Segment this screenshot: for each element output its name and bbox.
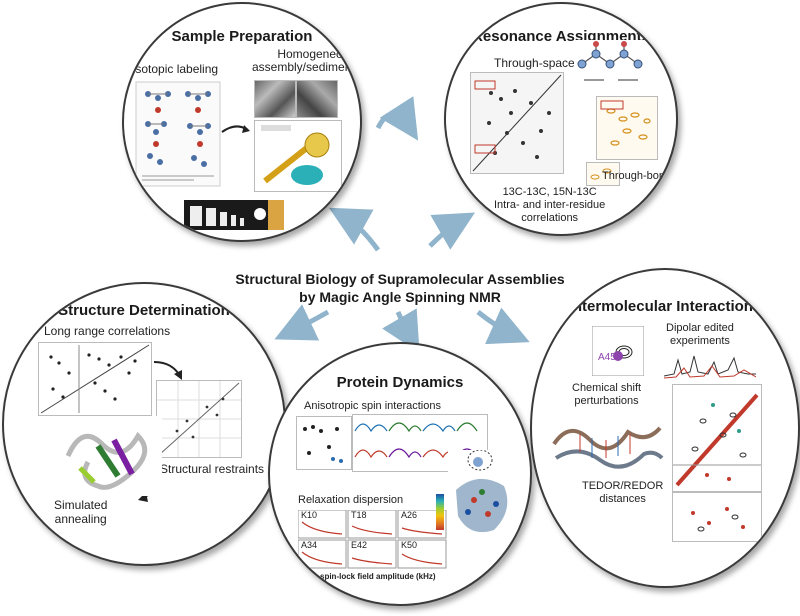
simulated-line1: Simulated bbox=[54, 498, 108, 512]
chemical-shift-line2: perturbations bbox=[574, 395, 639, 407]
tedor-line1: TEDOR/REDOR bbox=[582, 480, 664, 492]
long-range-spectrum bbox=[38, 342, 152, 416]
isotopic-labeling-label: Isotopic labeling bbox=[132, 62, 219, 76]
homogeneous-line1: Homogeneous bbox=[277, 47, 356, 61]
protein-surface-model bbox=[448, 450, 518, 540]
residue-e42: E42 bbox=[351, 540, 368, 550]
through-bond-spectrum bbox=[596, 96, 658, 160]
panel-title: Intermolecular Interactions bbox=[568, 298, 762, 315]
homogeneous-label: Homogeneous assembly/sedimentation bbox=[252, 47, 362, 74]
restraints-matrix bbox=[156, 380, 242, 458]
correlations-line3: correlations bbox=[521, 212, 579, 224]
structural-restraints-label: Structural restraints bbox=[160, 462, 265, 476]
homogeneous-line2: assembly/sedimentation bbox=[252, 60, 362, 74]
center-title-line2: by Magic Angle Spinning NMR bbox=[299, 289, 501, 305]
complex-structure bbox=[550, 414, 666, 472]
through-bond-label: Through-bond bbox=[602, 170, 672, 182]
residue-a34: A34 bbox=[301, 540, 318, 550]
structure-model bbox=[58, 416, 162, 496]
dipolar-1d-spectrum bbox=[664, 352, 756, 380]
residue-t18: T18 bbox=[351, 510, 367, 520]
dipolar-label: Dipolar edited experiments bbox=[666, 322, 734, 348]
structure-inner-arrows bbox=[138, 361, 182, 502]
rotor-photo bbox=[184, 200, 284, 230]
redor-spectrum bbox=[672, 492, 762, 542]
panel-title: Protein Dynamics bbox=[336, 374, 464, 391]
anisotropic-plot bbox=[296, 416, 352, 470]
chemical-shift-line1: Chemical shift bbox=[572, 382, 642, 394]
relaxation-label: Relaxation dispersion bbox=[298, 494, 404, 506]
arrow-center-to-assign bbox=[428, 212, 476, 250]
em-image-1 bbox=[254, 80, 296, 118]
arrow-prep-to-assign bbox=[375, 96, 419, 141]
through-bond-inset bbox=[586, 162, 620, 186]
dipolar-line1: Dipolar edited bbox=[666, 322, 734, 334]
relaxation-grid bbox=[298, 510, 450, 570]
labeling-scheme-figure bbox=[134, 80, 222, 188]
arrow-center-to-prep bbox=[328, 207, 381, 252]
residue-a26: A26 bbox=[401, 510, 418, 520]
through-space-label: Through-space bbox=[494, 56, 575, 70]
center-title: Structural Biology of Supramolecular Ass… bbox=[200, 270, 600, 306]
arrow-center-to-intermolecular bbox=[476, 307, 530, 345]
arrow-center-to-dynamics bbox=[382, 308, 420, 353]
spinlock-axis-label: spin-lock field amplitude (kHz) bbox=[320, 572, 436, 581]
through-space-spectrum bbox=[470, 72, 564, 174]
tedor-label: TEDOR/REDOR distances bbox=[582, 480, 663, 506]
correlations-line2: Intra- and inter-residue bbox=[494, 199, 606, 211]
correlations-label: 13C-13C, 15N-13C Intra- and inter-residu… bbox=[494, 186, 605, 225]
dipolar-2d-spectrum bbox=[672, 384, 762, 492]
simulated-annealing-label: Simulated annealing bbox=[54, 498, 107, 526]
dipolar-line2: experiments bbox=[669, 335, 730, 347]
correlations-line1: 13C-13C, 15N-13C bbox=[502, 186, 597, 198]
arrow-center-to-structure bbox=[274, 304, 330, 341]
panel-title: Structure Determination bbox=[58, 302, 230, 319]
center-title-line1: Structural Biology of Supramolecular Ass… bbox=[235, 271, 565, 287]
a45-label: A45 bbox=[598, 352, 616, 363]
residue-k10: K10 bbox=[301, 510, 318, 520]
em-image-2 bbox=[296, 80, 338, 118]
panel-protein-dynamics: Protein Dynamics Anisotropic spin intera… bbox=[268, 342, 532, 606]
simulated-line2: annealing bbox=[54, 512, 107, 526]
panel-title: Sample Preparation bbox=[171, 28, 313, 45]
chemical-shift-label: Chemical shift perturbations bbox=[572, 382, 641, 408]
anisotropic-label: Anisotropic spin interactions bbox=[304, 400, 441, 412]
panel-structure-determination: Structure Determination Long range corre… bbox=[2, 282, 286, 566]
chemical-shift-inset bbox=[592, 326, 644, 376]
prep-inner-arrow bbox=[221, 125, 250, 133]
panel-intermolecular-interactions: Intermolecular Interactions A45 Dipolar … bbox=[530, 268, 800, 588]
color-scale-bar bbox=[436, 494, 444, 530]
panel-sample-preparation: Sample Preparation Isotopic labeling Hom… bbox=[122, 2, 362, 242]
panel-resonance-assignments: Resonance Assignments Through-space bbox=[444, 2, 678, 236]
residue-k50: K50 bbox=[401, 540, 418, 550]
residue-chain-diagram bbox=[574, 40, 654, 90]
rotor-schematic bbox=[254, 120, 342, 192]
tedor-line2: distances bbox=[599, 493, 646, 505]
long-range-label: Long range correlations bbox=[44, 324, 171, 338]
